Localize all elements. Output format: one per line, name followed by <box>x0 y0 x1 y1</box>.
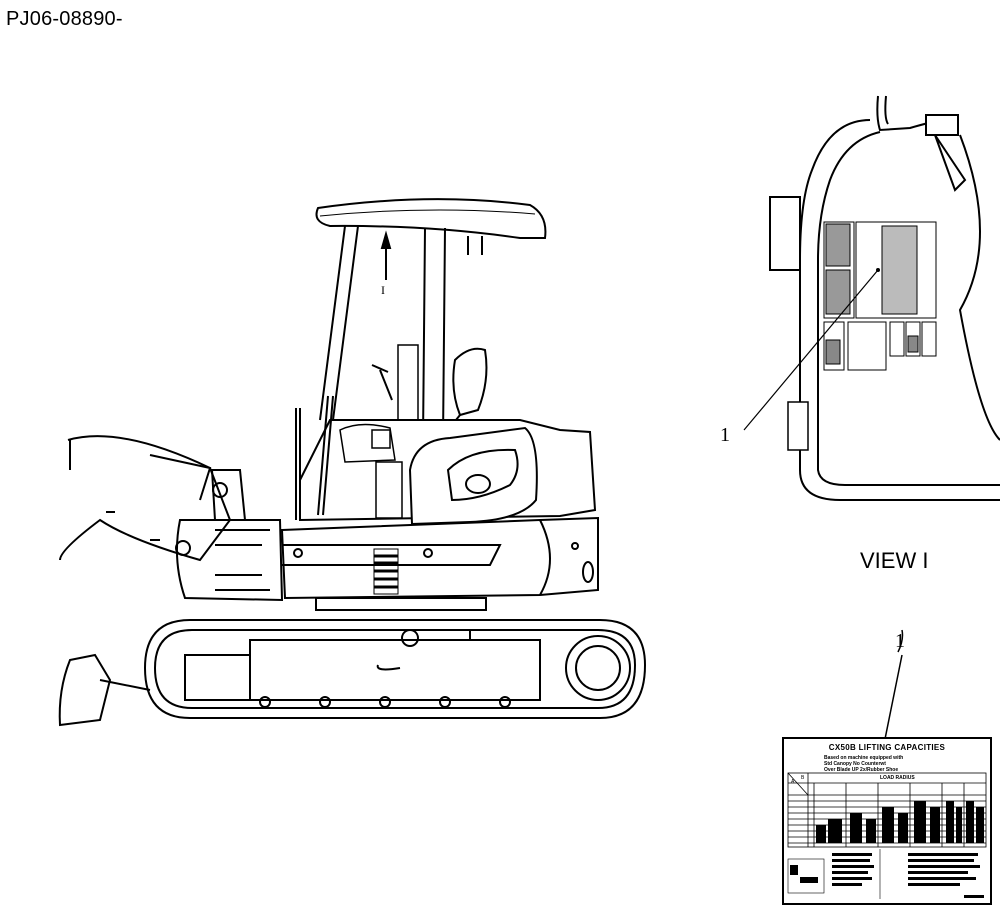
callout-number-view: 1 <box>720 424 730 446</box>
decal-subtitle-line: Std Canopy No Counterwt <box>824 761 886 767</box>
lifting-capacity-decal: CX50B LIFTING CAPACITIES Based on machin… <box>782 737 992 905</box>
part-number: PJ06-08890- <box>6 8 123 30</box>
decal-table: A B <box>787 772 987 899</box>
corner-label-b: B <box>801 775 805 781</box>
view-label: VIEW I <box>860 548 929 573</box>
decal-subtitle-line: Over Blade UP 2x/Rubber Shoe <box>824 767 899 773</box>
decal-subtitle: Based on machine equipped with Std Canop… <box>824 755 903 773</box>
decal-title: CX50B LIFTING CAPACITIES <box>828 743 946 752</box>
callout-number-detail: 1 <box>895 630 905 652</box>
corner-label-a: A <box>791 779 795 785</box>
view-arrow-label: I <box>381 283 385 297</box>
decal-subtitle-line: Based on machine equipped with <box>824 755 904 761</box>
decal-table-header: LOAD RADIUS <box>880 775 915 781</box>
